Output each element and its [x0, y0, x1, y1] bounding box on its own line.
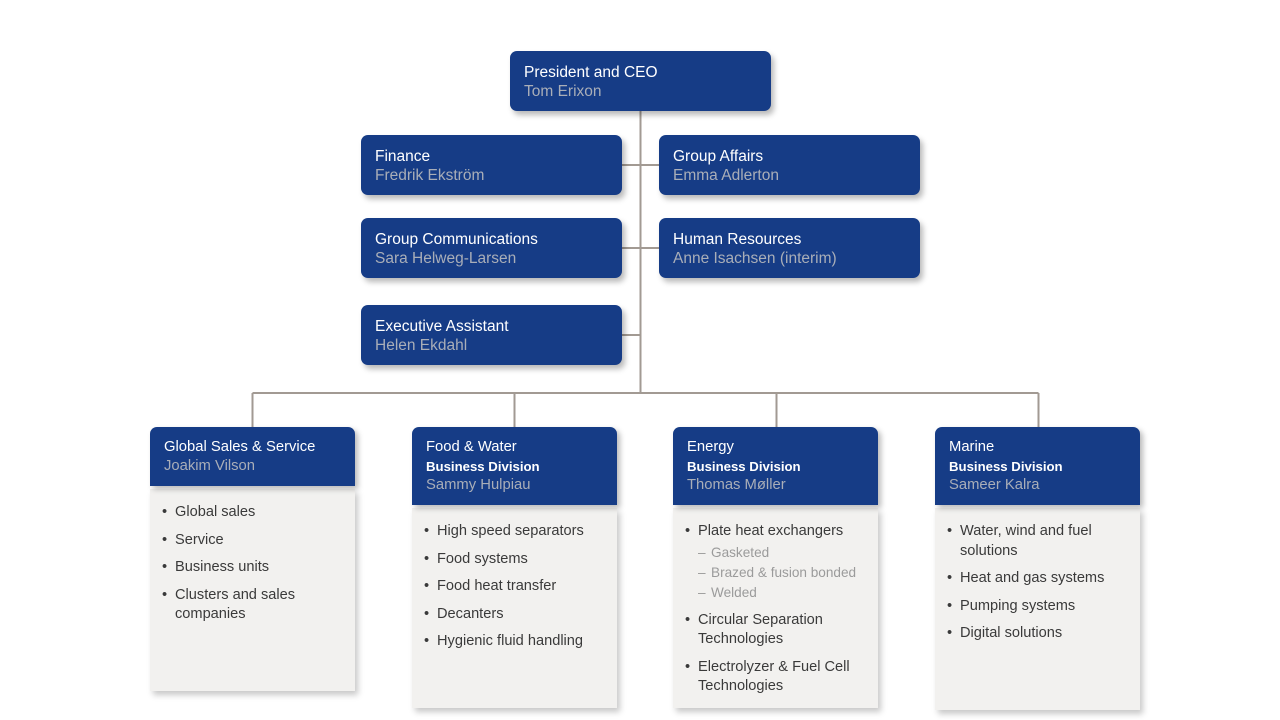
bullet-item: Heat and gas systems — [947, 569, 1128, 589]
division-body: High speed separatorsFood systemsFood he… — [412, 508, 617, 708]
bullet-text: Service — [175, 531, 224, 548]
division-food-water[interactable]: Food & Water Business Division Sammy Hul… — [412, 427, 617, 708]
node-role: Group Communications — [375, 231, 538, 248]
bullet-item: Pumping systems — [947, 597, 1128, 617]
division-subtitle: Business Division — [687, 459, 801, 474]
division-header[interactable]: Food & Water Business Division Sammy Hul… — [412, 427, 617, 505]
bullet-item: Hygienic fluid handling — [424, 632, 605, 652]
node-president-ceo[interactable]: President and CEO Tom Erixon — [510, 51, 771, 111]
node-person: Tom Erixon — [524, 83, 602, 100]
division-body: Water, wind and fuel solutionsHeat and g… — [935, 508, 1140, 710]
bullet-text: Heat and gas systems — [960, 570, 1105, 586]
bullet-text: Business units — [175, 559, 270, 575]
node-role: Executive Assistant — [375, 318, 509, 335]
division-item-list: Water, wind and fuel solutionsHeat and g… — [947, 522, 1128, 644]
bullet-text: Pumping systems — [960, 597, 1076, 614]
bullet-item: Clusters and sales companies — [162, 586, 343, 625]
division-global-sales-service[interactable]: Global Sales & Service Joakim Vilson Glo… — [150, 427, 355, 691]
sub-bullet-list: GasketedBrazed & fusion bondedWelded — [698, 543, 866, 603]
division-title: Food & Water — [426, 439, 517, 455]
bullet-item: Circular Separation Technologies — [685, 611, 866, 650]
bullet-text: Global sales — [175, 504, 256, 520]
division-header[interactable]: Energy Business Division Thomas Møller — [673, 427, 878, 505]
division-header[interactable]: Global Sales & Service Joakim Vilson — [150, 427, 355, 486]
bullet-text: Decanters — [437, 605, 504, 622]
node-person: Anne Isachsen (interim) — [673, 250, 837, 267]
node-role: Human Resources — [673, 231, 802, 248]
bullet-item: Global sales — [162, 503, 343, 523]
division-title: Marine — [949, 439, 995, 455]
node-role: Group Affairs — [673, 148, 764, 165]
node-executive-assistant[interactable]: Executive Assistant Helen Ekdahl — [361, 305, 622, 365]
sub-bullet-item: Brazed & fusion bonded — [698, 563, 866, 583]
division-energy[interactable]: Energy Business Division Thomas Møller P… — [673, 427, 878, 708]
bullet-item: Electrolyzer & Fuel Cell Technologies — [685, 658, 866, 697]
bullet-item: Food systems — [424, 550, 605, 570]
bullet-item: Decanters — [424, 605, 605, 625]
division-person: Joakim Vilson — [164, 458, 256, 474]
bullet-text: Food heat transfer — [437, 578, 557, 594]
division-person: Sameer Kalra — [949, 477, 1040, 493]
division-person: Sammy Hulpiau — [426, 477, 531, 493]
division-subtitle: Business Division — [426, 459, 540, 474]
division-body: Plate heat exchangersGasketedBrazed & fu… — [673, 508, 878, 708]
node-finance[interactable]: Finance Fredrik Ekström — [361, 135, 622, 195]
sub-bullet-item: Gasketed — [698, 543, 866, 563]
division-header[interactable]: Marine Business Division Sameer Kalra — [935, 427, 1140, 505]
division-title: Energy — [687, 439, 734, 455]
node-person: Helen Ekdahl — [375, 337, 468, 354]
bullet-text: Water, wind and fuel solutions — [960, 523, 1092, 559]
division-item-list: Global salesServiceBusiness unitsCluster… — [162, 503, 343, 625]
division-item-list: High speed separatorsFood systemsFood he… — [424, 522, 605, 652]
bullet-text: Electrolyzer & Fuel Cell Technologies — [698, 658, 850, 695]
bullet-item: Water, wind and fuel solutions — [947, 522, 1128, 561]
bullet-item: Digital solutions — [947, 624, 1128, 644]
node-group-communications[interactable]: Group Communications Sara Helweg-Larsen — [361, 218, 622, 278]
bullet-item: Service — [162, 531, 343, 551]
division-person: Thomas Møller — [687, 477, 786, 493]
sub-bullet-item: Welded — [698, 583, 866, 603]
bullet-text: Clusters and sales companies — [175, 586, 296, 623]
node-person: Emma Adlerton — [673, 167, 779, 184]
division-body: Global salesServiceBusiness unitsCluster… — [150, 489, 355, 691]
node-person: Sara Helweg-Larsen — [375, 250, 517, 267]
division-subtitle: Business Division — [949, 459, 1063, 474]
bullet-text: Digital solutions — [960, 625, 1063, 641]
bullet-text: High speed separators — [437, 523, 584, 539]
division-marine[interactable]: Marine Business Division Sameer Kalra Wa… — [935, 427, 1140, 710]
bullet-text: Circular Separation Technologies — [698, 611, 823, 648]
bullet-item: Plate heat exchangersGasketedBrazed & fu… — [685, 522, 866, 603]
bullet-item: Food heat transfer — [424, 577, 605, 597]
division-item-list: Plate heat exchangersGasketedBrazed & fu… — [685, 522, 866, 697]
node-person: Fredrik Ekström — [375, 167, 485, 184]
bullet-item: Business units — [162, 558, 343, 578]
bullet-item: High speed separators — [424, 522, 605, 542]
node-group-affairs[interactable]: Group Affairs Emma Adlerton — [659, 135, 920, 195]
node-human-resources[interactable]: Human Resources Anne Isachsen (interim) — [659, 218, 920, 278]
node-role: Finance — [375, 148, 431, 165]
division-title: Global Sales & Service — [164, 439, 316, 455]
node-role: President and CEO — [524, 64, 658, 81]
bullet-text: Hygienic fluid handling — [437, 633, 584, 649]
bullet-text: Plate heat exchangers — [698, 523, 844, 539]
bullet-text: Food systems — [437, 550, 528, 567]
